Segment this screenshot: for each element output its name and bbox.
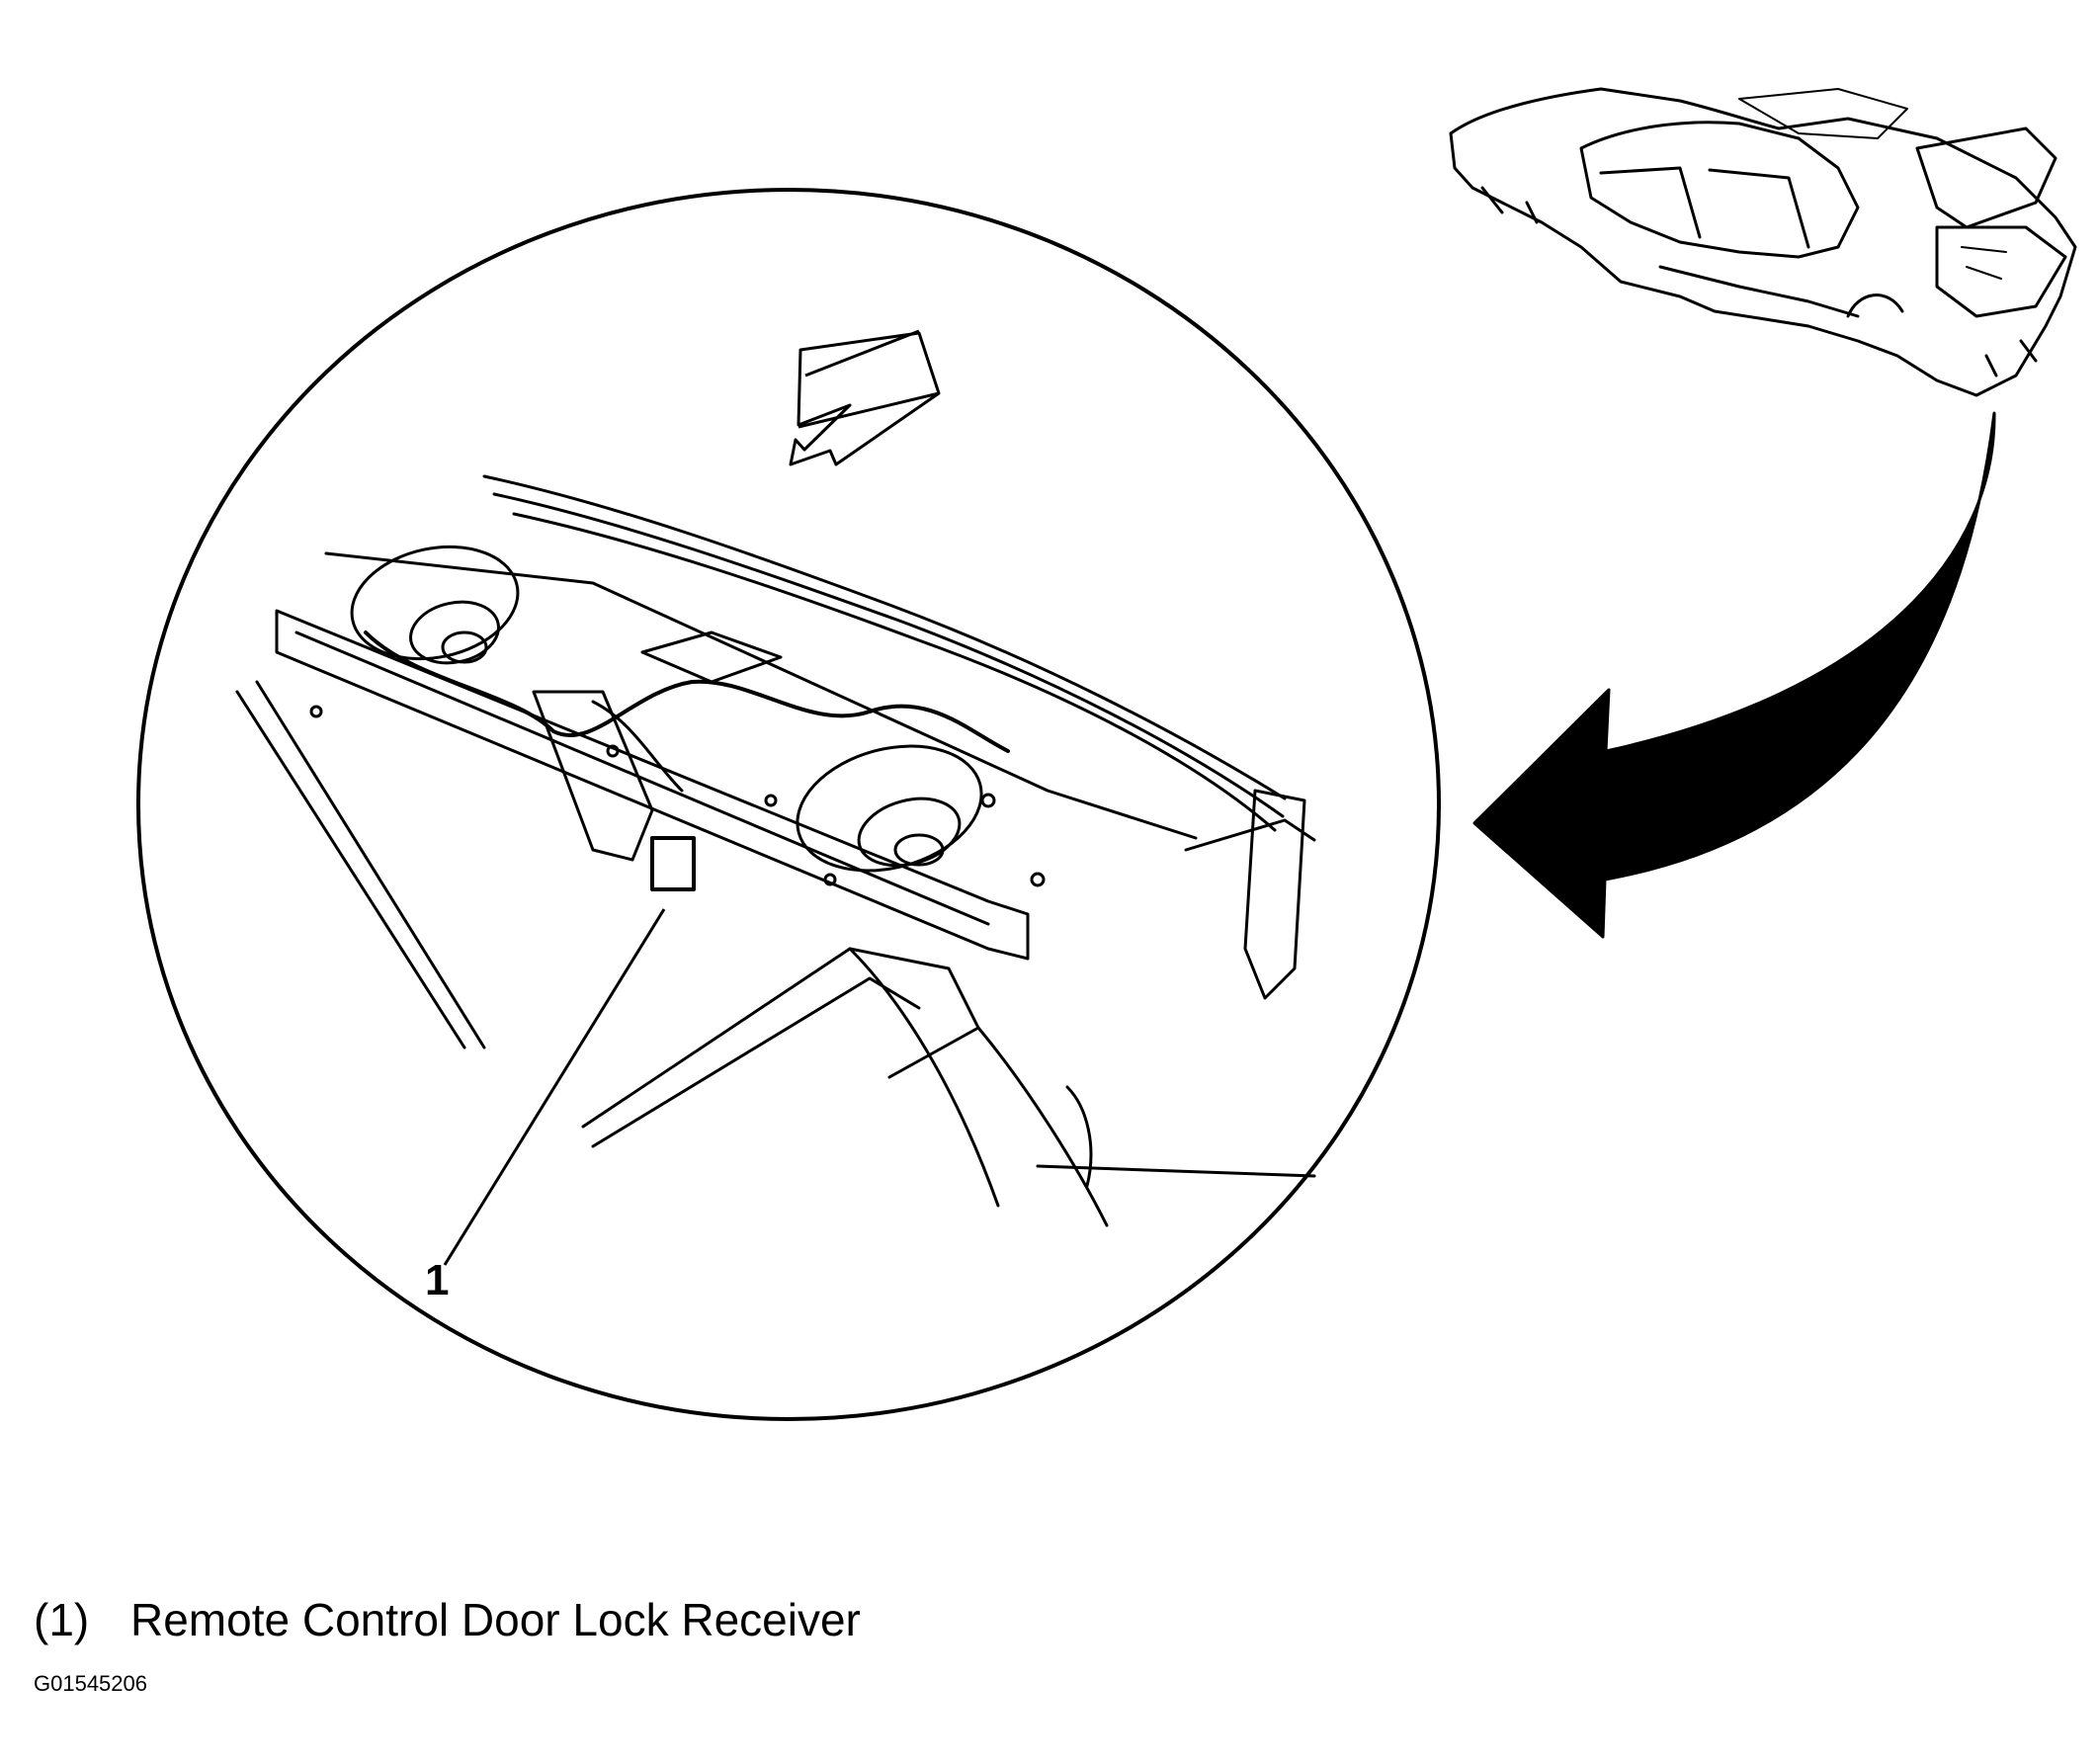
legend-number: (1) — [34, 1594, 90, 1645]
vehicle-overview-illustration — [1449, 87, 2077, 397]
rear-shelf-illustration — [235, 474, 1316, 1227]
figure-id: G01545206 — [34, 1671, 147, 1696]
curved-pointer-arrow — [1472, 411, 1996, 939]
remote-door-lock-receiver — [650, 836, 696, 891]
direction-arrow — [789, 331, 941, 466]
callout-leader-line — [443, 908, 666, 1266]
legend-entry: (1) Remote Control Door Lock Receiver — [34, 1593, 861, 1646]
callout-number: 1 — [425, 1256, 449, 1304]
detail-view-circle — [136, 188, 1441, 1421]
legend-label: Remote Control Door Lock Receiver — [130, 1594, 861, 1645]
